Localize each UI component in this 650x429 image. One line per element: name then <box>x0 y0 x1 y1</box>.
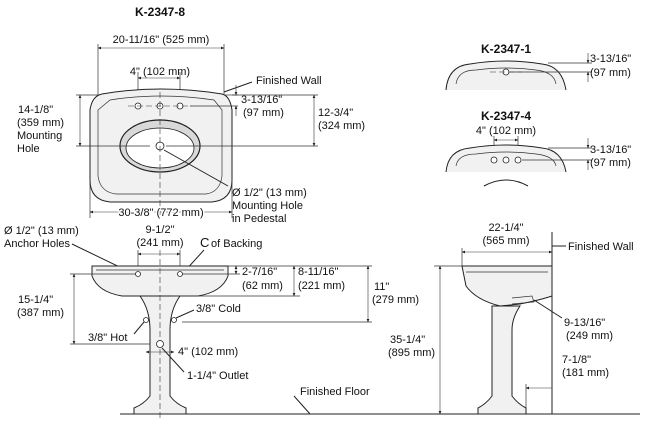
anchor-spacing-mm-label: (241 mm) <box>136 237 183 249</box>
rim-to-anchor-mm-label: (62 mm) <box>242 280 283 292</box>
variant4-hole-left <box>490 156 498 164</box>
basin-height-label: 11" <box>374 281 389 293</box>
anchor-hole-label-2: Anchor Holes <box>4 238 71 250</box>
anchor-spacing-label: 9-1/2" <box>146 224 175 236</box>
outlet-front <box>156 340 164 348</box>
model-label-k2347-8: K-2347-8 <box>135 5 185 19</box>
model-label-k2347-4: K-2347-4 <box>481 109 531 123</box>
mount-depth-label-2: (359 mm) <box>17 117 64 129</box>
variant4-bowl-edge <box>483 179 529 187</box>
rim-to-anchor-label: 2-7/16" <box>242 266 277 278</box>
outlet-offset-leader <box>533 299 563 319</box>
mount-depth-label-1: 14-1/8" <box>18 104 53 116</box>
basin-top-rim <box>97 95 223 195</box>
depth-to-hole-label: 12-3/4" <box>318 107 353 119</box>
anchor-hole-label-1: Ø 1/2" (13 mm) <box>4 225 79 237</box>
side-finished-wall-label: Finished Wall <box>568 241 634 253</box>
side-depth-label: 22-1/4" <box>488 222 523 234</box>
mount-hole-label-2: Mounting Hole <box>232 200 303 212</box>
rim-to-drain-mm-label: (221 mm) <box>298 280 345 292</box>
cold-supply <box>171 317 177 323</box>
mount-hole-leader <box>163 149 229 187</box>
base-offset-mm-label: (181 mm) <box>562 367 609 379</box>
outlet-label: 1-1/4" Outlet <box>187 370 248 382</box>
anchor-hole-right <box>177 271 183 277</box>
side-depth-mm-label: (565 mm) <box>482 235 529 247</box>
mount-hole-label-1: Ø 1/2" (13 mm) <box>232 187 307 199</box>
depth-width-label: 30-3/8" (772 mm) <box>118 207 203 219</box>
mount-depth-label-3: Mounting <box>17 130 62 142</box>
deck-depth-label: 3-13/16" <box>241 94 282 106</box>
mount-hole-label-3: in Pedestal <box>232 213 286 225</box>
cl-backing-label: of Backing <box>211 238 262 250</box>
variant4-hole-right <box>514 156 522 164</box>
base-offset-label: 7-1/8" <box>562 354 591 366</box>
rim-height-mm-label: (895 mm) <box>388 347 435 359</box>
hot-supply <box>143 317 149 323</box>
supply-spacing-label: 4" (102 mm) <box>178 346 238 358</box>
rim-to-drain-label: 8-11/16" <box>298 266 338 278</box>
variant1-deck-depth-mm-label: (97 mm) <box>590 67 631 79</box>
cold-label: 3/8" Cold <box>196 303 241 315</box>
outlet-offset-mm-label: (249 mm) <box>566 330 613 342</box>
anchor-hole-left <box>135 271 141 277</box>
finished-wall-leader <box>223 81 253 93</box>
hot-leader <box>133 321 145 335</box>
variant1-deck-depth-label: 3-13/16" <box>590 53 631 65</box>
variant4-rim <box>455 151 557 167</box>
depth-to-hole-mm-label: (324 mm) <box>318 120 365 132</box>
variant4-spacing-label: 4" (102 mm) <box>476 125 536 137</box>
outlet-leader <box>161 347 185 373</box>
variant1-rim <box>455 67 557 85</box>
model-label-k2347-1: K-2347-1 <box>481 42 531 56</box>
variant1-outline <box>445 60 567 91</box>
overall-width-label: 20-11/16" (525 mm) <box>113 34 210 46</box>
side-trap <box>511 295 535 305</box>
cold-leader <box>175 309 195 319</box>
hot-label: 3/8" Hot <box>88 332 127 344</box>
anchor-height-mm-label: (387 mm) <box>17 307 64 319</box>
mount-depth-label-4: Hole <box>17 143 40 155</box>
faucet-spacing-label: 4" (102 mm) <box>130 66 190 78</box>
cl-backing-symbol: C <box>200 235 209 250</box>
rim-height-label: 35-1/4" <box>390 334 425 346</box>
variant4-hole-center <box>502 156 510 164</box>
finished-floor-label: Finished Floor <box>300 386 370 398</box>
variant4-deck-depth-mm-label: (97 mm) <box>590 157 631 169</box>
finished-wall-label-top: Finished Wall <box>256 75 322 87</box>
anchor-height-label: 15-1/4" <box>18 294 53 306</box>
variant4-deck-depth-label: 3-13/16" <box>590 144 631 156</box>
pedestal-side <box>477 305 527 415</box>
finished-floor-leader <box>293 395 311 415</box>
deck-depth-mm-label: (97 mm) <box>243 107 284 119</box>
basin-height-mm-label: (279 mm) <box>372 294 419 306</box>
outlet-offset-label: 9-13/16" <box>564 317 605 329</box>
